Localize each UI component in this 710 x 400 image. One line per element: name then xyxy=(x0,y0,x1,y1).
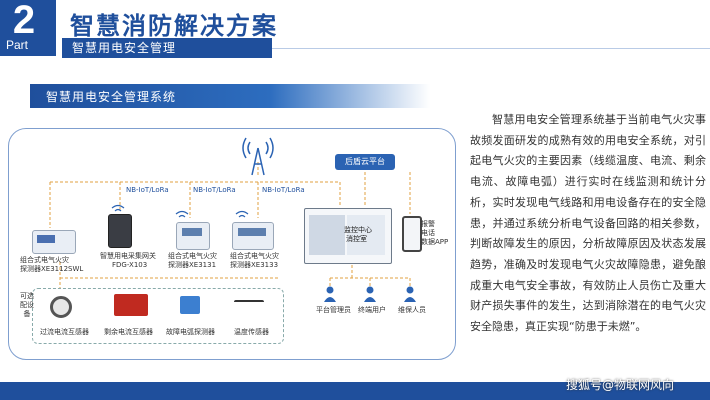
device-label-line2: 探测器XE3133 xyxy=(230,261,279,269)
section-number: 2 xyxy=(12,0,36,42)
section-number-badge xyxy=(0,0,56,56)
screen-label-1: 监控中心 xyxy=(344,226,372,234)
user-label: 平台管理员 xyxy=(316,306,351,314)
fire-detector-module xyxy=(232,222,274,250)
page-title: 智慧消防解决方案 xyxy=(70,12,278,40)
sensor-label: 剩余电流互感器 xyxy=(104,328,153,336)
device-label-line1: 组合式电气火灾 xyxy=(230,252,279,260)
monitoring-screen xyxy=(304,208,392,264)
diagram-connectors xyxy=(49,137,411,288)
user-label: 维保人员 xyxy=(398,306,426,314)
screen-label-2: 消控室 xyxy=(346,235,367,243)
optional-label: 可选配设备 xyxy=(20,292,34,318)
device-label-line2: FDG-X103 xyxy=(112,261,148,269)
user-icons xyxy=(324,286,416,302)
system-title-bar xyxy=(30,84,430,108)
fire-detector-module xyxy=(176,222,210,250)
link-label: NB-IoT/LoRa xyxy=(193,186,236,194)
section-word: Part xyxy=(6,38,29,52)
current-transformer-icon xyxy=(50,296,72,318)
residual-transformer-icon xyxy=(114,294,148,316)
optional-sensor-group xyxy=(32,288,284,344)
device-label-line1: 组合式电气火灾 xyxy=(20,256,69,264)
device-label-line1: 组合式电气火灾 xyxy=(168,252,217,260)
cloud-platform-badge: 后盾云平台 xyxy=(335,154,395,170)
sensor-label: 故障电弧探测器 xyxy=(166,328,215,336)
header-divider xyxy=(272,48,710,49)
watermark: 搜狐号@物联网风向 xyxy=(566,378,675,392)
link-label: NB-IoT/LoRa xyxy=(262,186,305,194)
gateway-device xyxy=(108,214,132,248)
fire-detector-panel xyxy=(32,230,76,254)
sensor-label: 过流电流互感器 xyxy=(40,328,89,336)
link-label: NB-IoT/LoRa xyxy=(126,186,169,194)
antenna-icon xyxy=(242,137,274,176)
temperature-sensor-icon xyxy=(234,300,264,312)
phone-label-2: 电话 xyxy=(421,229,435,237)
arc-detector-icon xyxy=(180,296,200,314)
phone-label-1: 报警 xyxy=(421,220,435,228)
mobile-phone-icon xyxy=(402,216,422,252)
system-description: 智慧用电安全管理系统基于当前电气火灾事故频发面研发的成熟有效的用电安全系统，对引… xyxy=(470,113,706,334)
device-label-line2: 探测器XE3112SWL xyxy=(20,265,84,273)
footer-bar xyxy=(0,382,710,400)
user-label: 终端用户 xyxy=(358,306,386,314)
device-label-line2: 探测器XE3131 xyxy=(168,261,217,269)
page-subtitle: 智慧用电安全管理 xyxy=(72,41,177,55)
sensor-label: 温度传感器 xyxy=(234,328,269,336)
subtitle-bar xyxy=(62,38,272,58)
device-label-line1: 智慧用电采集网关 xyxy=(100,252,156,260)
phone-label-3: 数据APP xyxy=(421,238,449,246)
system-title: 智慧用电安全管理系统 xyxy=(46,90,177,104)
